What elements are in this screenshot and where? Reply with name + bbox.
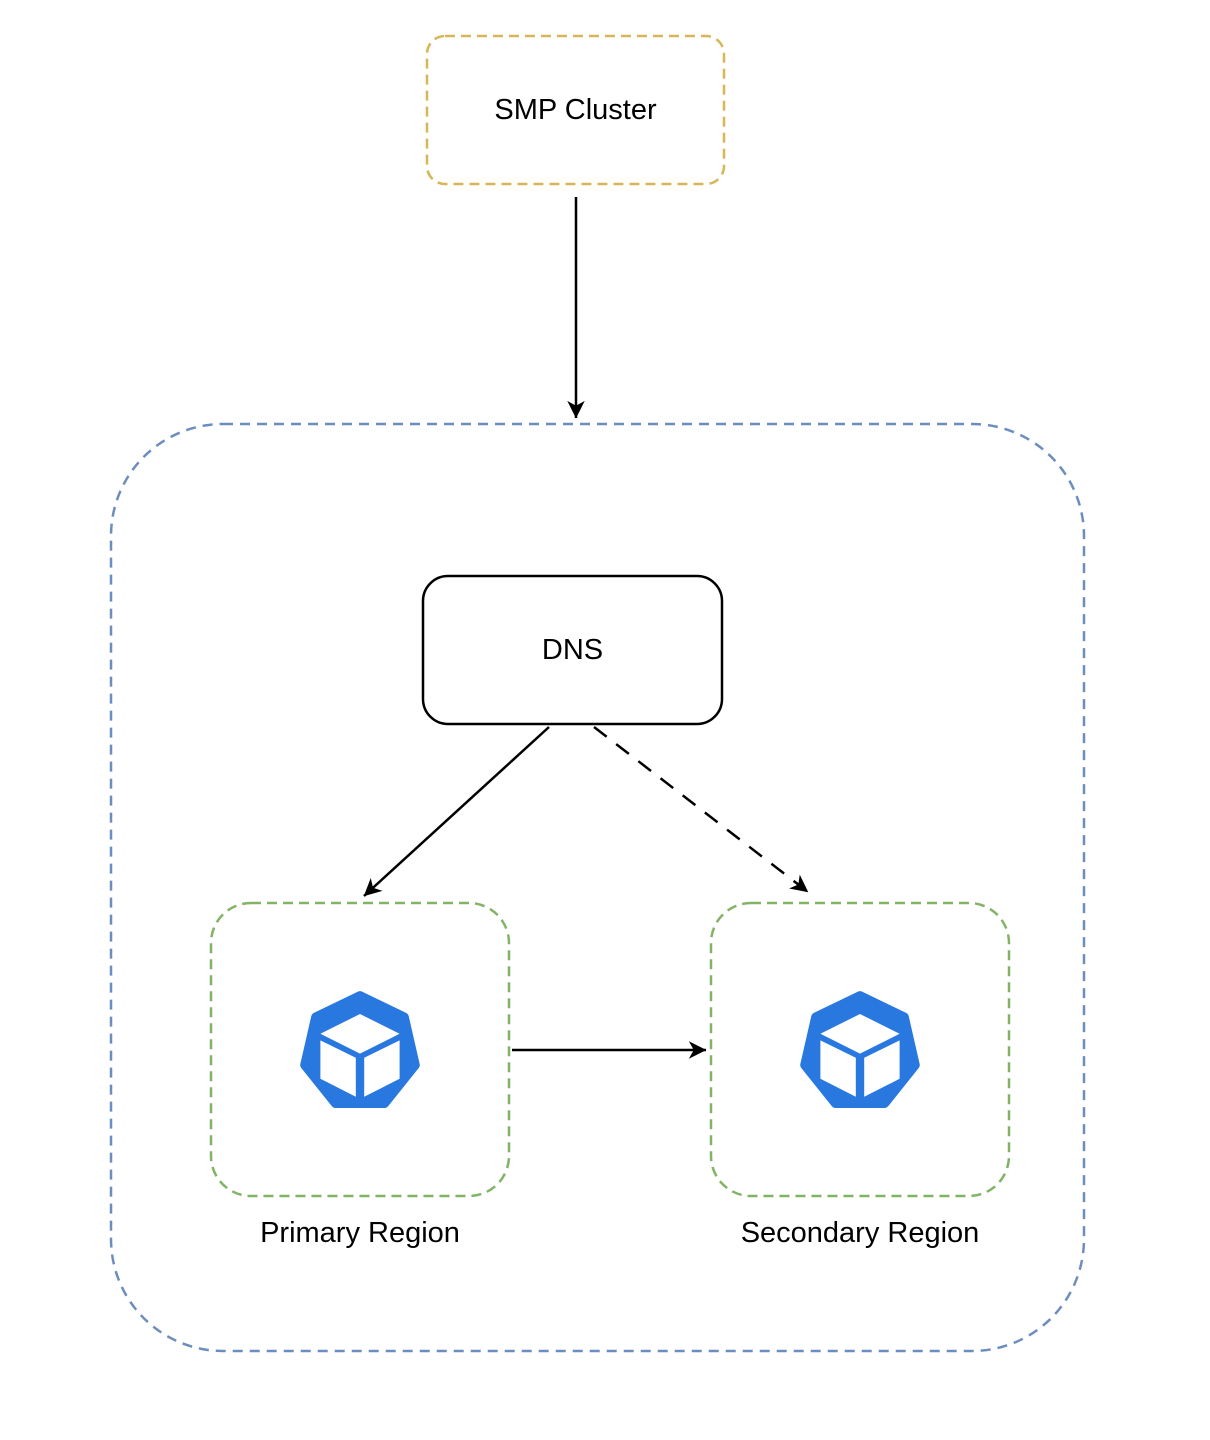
smp-cluster-box bbox=[425, 34, 726, 186]
kubernetes-cluster-icon bbox=[305, 996, 415, 1103]
edge-dns-to-secondary bbox=[593, 726, 809, 893]
dns-container-box bbox=[109, 422, 1086, 1353]
kubernetes-cluster-icon bbox=[805, 996, 915, 1103]
dns-box bbox=[421, 574, 724, 726]
edge-dns-to-primary bbox=[363, 726, 550, 897]
